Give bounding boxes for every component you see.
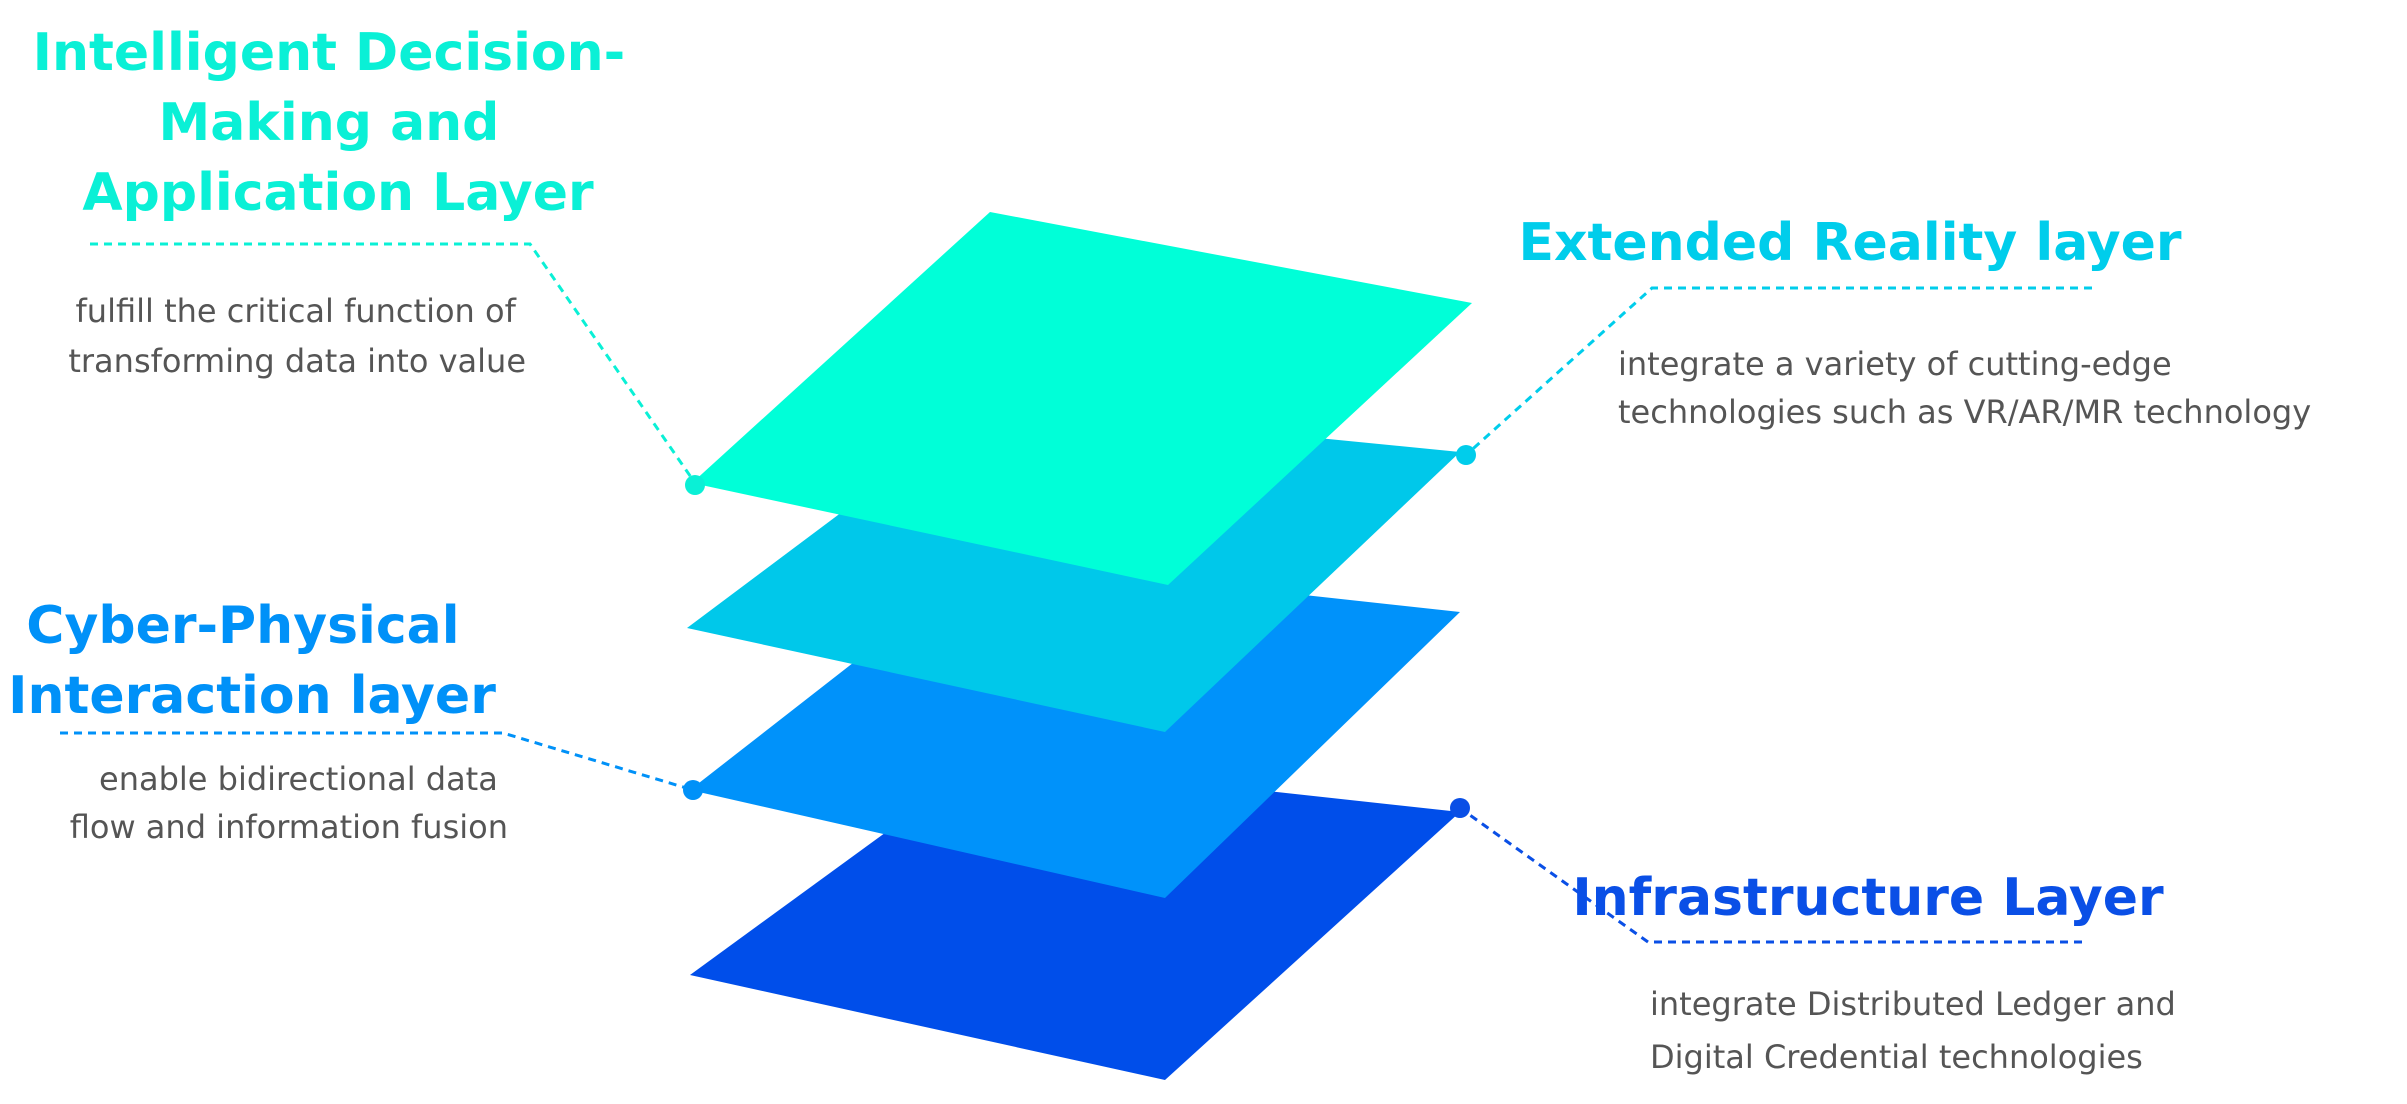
infrastructure-description-line-2: Digital Credential technologies <box>1650 1038 2143 1076</box>
application-layer-plane <box>692 212 1472 585</box>
application-description-line-1: fulfill the critical function of <box>76 292 517 330</box>
cyber-physical-layer-description: enable bidirectional data flow and infor… <box>70 760 508 846</box>
extended-reality-title-line-1: Extended Reality layer <box>1518 213 2181 273</box>
infrastructure-leader-dot <box>1450 798 1470 818</box>
cyber-physical-leader-line <box>60 731 694 792</box>
application-leader-dot <box>685 475 705 495</box>
application-title-line-2: Making and <box>158 93 499 153</box>
extended-reality-layer-description: integrate a variety of cutting-edge tech… <box>1618 345 2311 431</box>
application-title-line-1: Intelligent Decision- <box>33 23 626 83</box>
infrastructure-layer-title: Infrastructure Layer <box>1572 868 2164 928</box>
cyber-physical-title-line-1: Cyber-Physical <box>26 596 459 656</box>
cyber-physical-description-line-2: flow and information fusion <box>70 808 508 846</box>
extended-reality-leader-dot <box>1456 445 1476 465</box>
application-layer-description: fulfill the critical function of transfo… <box>68 292 526 380</box>
cyber-physical-leader-dot <box>683 780 703 800</box>
infrastructure-layer-plane <box>690 760 1460 1080</box>
extended-reality-layer-title: Extended Reality layer <box>1518 213 2181 273</box>
cyber-physical-description-line-1: enable bidirectional data <box>99 760 498 798</box>
extended-reality-leader-line <box>1464 286 2092 457</box>
application-title-line-3: Application Layer <box>82 163 594 223</box>
infrastructure-description-line-1: integrate Distributed Ledger and <box>1650 985 2176 1023</box>
infrastructure-layer-description: integrate Distributed Ledger and Digital… <box>1650 985 2186 1076</box>
infrastructure-leader-line <box>1459 806 2082 944</box>
application-description-line-2: transforming data into value <box>68 342 526 380</box>
cyber-physical-title-line-2: Interaction layer <box>8 666 496 726</box>
infrastructure-title-line-1: Infrastructure Layer <box>1572 868 2164 928</box>
extended-reality-description-line-2: technologies such as VR/AR/MR technology <box>1618 393 2311 431</box>
application-leader-line <box>90 242 697 484</box>
application-layer-title: Intelligent Decision- Making and Applica… <box>33 23 644 223</box>
extended-reality-description-line-1: integrate a variety of cutting-edge <box>1618 345 2172 383</box>
cyber-physical-layer-title: Cyber-Physical Interaction layer <box>8 596 496 726</box>
